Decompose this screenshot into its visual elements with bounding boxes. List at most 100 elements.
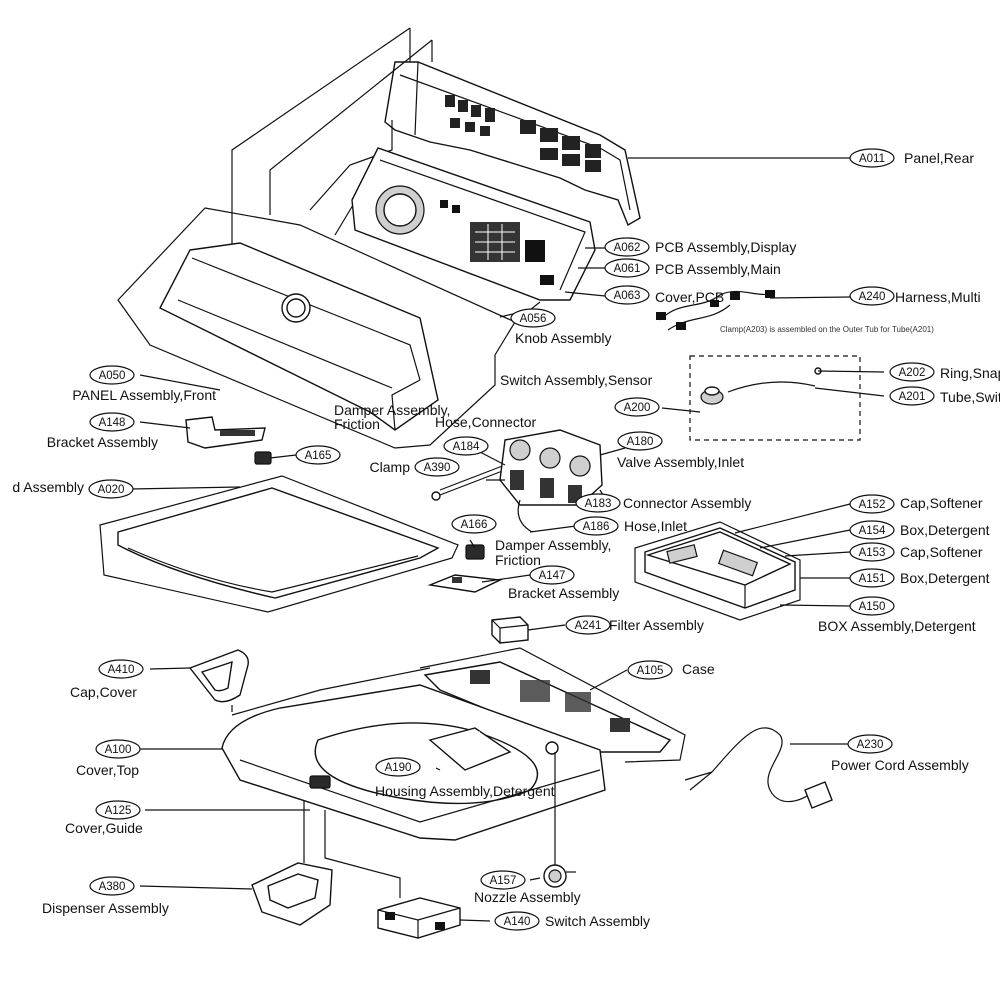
valve-assembly-inlet-part	[499, 429, 626, 506]
callout-label-a125: Cover,Guide	[65, 820, 143, 836]
callout-label-a390: Clamp	[370, 459, 411, 475]
callout-label-a020: d Assembly	[12, 479, 84, 495]
callout-label-a410: Cap,Cover	[70, 684, 137, 700]
callout-bubble-a240	[849, 286, 895, 306]
callout-label-a240: Harness,Multi	[895, 289, 981, 305]
callout-label-a184: Hose,Connector	[435, 414, 537, 430]
callout-code-a183: A183	[585, 498, 612, 510]
callout-bubble-a154	[849, 520, 895, 540]
callout-label-a152: Cap,Softener	[900, 495, 983, 511]
callout-a165: A165	[295, 445, 341, 465]
callout-code-a230: A230	[857, 739, 884, 751]
panel-front-part	[117, 207, 516, 449]
bracket-assembly-a147-part	[427, 574, 503, 593]
callout-a200: A200	[614, 397, 660, 417]
callout-bubble-a050	[89, 365, 135, 385]
callout-bubble-a105	[627, 660, 673, 680]
damper-friction-part	[465, 544, 485, 560]
callout-code-a147: A147	[539, 570, 566, 582]
callout-bubble-a011	[849, 148, 895, 168]
callout-bubble-a062	[604, 237, 650, 257]
callout-code-a380: A380	[99, 881, 126, 893]
filter-assembly-part	[491, 616, 529, 644]
hose-connector-part	[431, 464, 506, 501]
callout-label-a063: Cover,PCB	[655, 289, 724, 305]
callout-label-a153: Cap,Softener	[900, 544, 983, 560]
callout-code-a152: A152	[859, 499, 886, 511]
callout-bubble-a202	[889, 362, 935, 382]
callout-code-a200: A200	[624, 402, 651, 414]
callout-bubble-a200	[614, 397, 660, 417]
callout-label-a140: Switch Assembly	[545, 913, 650, 929]
callout-a152: A152 Cap,Softener	[849, 494, 983, 514]
callout-bubble-a150	[849, 596, 895, 616]
callout-bubble-a186	[573, 516, 619, 536]
callout-bubble-a230	[847, 734, 893, 754]
callout-code-a186: A186	[583, 521, 610, 533]
bracket-assembly-a148-part	[185, 416, 266, 449]
callout-bubble-a184	[443, 436, 489, 456]
callout-code-a100: A100	[105, 744, 132, 756]
callout-label-a062: PCB Assembly,Display	[655, 239, 796, 255]
callout-a154: A154 Box,Detergent	[849, 520, 990, 540]
nozzle-assembly-part	[543, 752, 576, 888]
callout-code-a150: A150	[859, 601, 886, 613]
callout-label-a241: Filter Assembly	[609, 617, 704, 633]
callout-code-a202: A202	[899, 367, 926, 379]
callout-code-a180: A180	[627, 436, 654, 448]
callout-label-a150: BOX Assembly,Detergent	[818, 618, 976, 634]
switch-assembly-part	[324, 810, 461, 939]
harness-multi-part	[656, 290, 776, 331]
callout-code-a241: A241	[575, 620, 602, 632]
callout-a186: A186 Hose,Inlet	[573, 516, 687, 536]
callout-label-a186: Hose,Inlet	[624, 518, 687, 534]
callout-bubble-a183	[575, 493, 621, 513]
cap-cover-part	[188, 649, 249, 712]
callout-bubble-a148	[89, 412, 135, 432]
pressure-switch-part	[689, 355, 861, 441]
callout-bubble-a180	[617, 431, 663, 451]
callout-bubble-a151	[849, 568, 895, 588]
callout-label-a056: Knob Assembly	[515, 330, 612, 346]
callout-label-a166: Damper Assembly,Friction	[495, 537, 611, 568]
callout-label-a180: Valve Assembly,Inlet	[617, 454, 744, 470]
callout-code-a105: A105	[637, 665, 664, 677]
callout-code-a165: A165	[305, 450, 332, 462]
callout-code-a140: A140	[504, 916, 531, 928]
callout-a240: A240 Harness,Multi	[849, 286, 981, 306]
callout-code-a154: A154	[859, 525, 886, 537]
callout-label-a230: Power Cord Assembly	[831, 757, 969, 773]
callout-label-a050: PANEL Assembly,Front	[72, 387, 216, 403]
callout-label-a011: Panel,Rear	[904, 150, 974, 166]
dispenser-assembly-part	[251, 800, 333, 926]
callout-code-a056: A056	[520, 313, 547, 325]
callout-bubble-a063	[604, 285, 650, 305]
callout-bubble-a165	[295, 445, 341, 465]
callout-label-a154: Box,Detergent	[900, 522, 990, 538]
callout-code-a410: A410	[108, 664, 135, 676]
pcb-assembly-part	[351, 147, 596, 301]
callout-label-a190: Housing Assembly,Detergent	[375, 783, 555, 799]
callout-code-a240: A240	[859, 291, 886, 303]
callout-bubble-a125	[95, 800, 141, 820]
lid-assembly-part	[99, 475, 459, 613]
